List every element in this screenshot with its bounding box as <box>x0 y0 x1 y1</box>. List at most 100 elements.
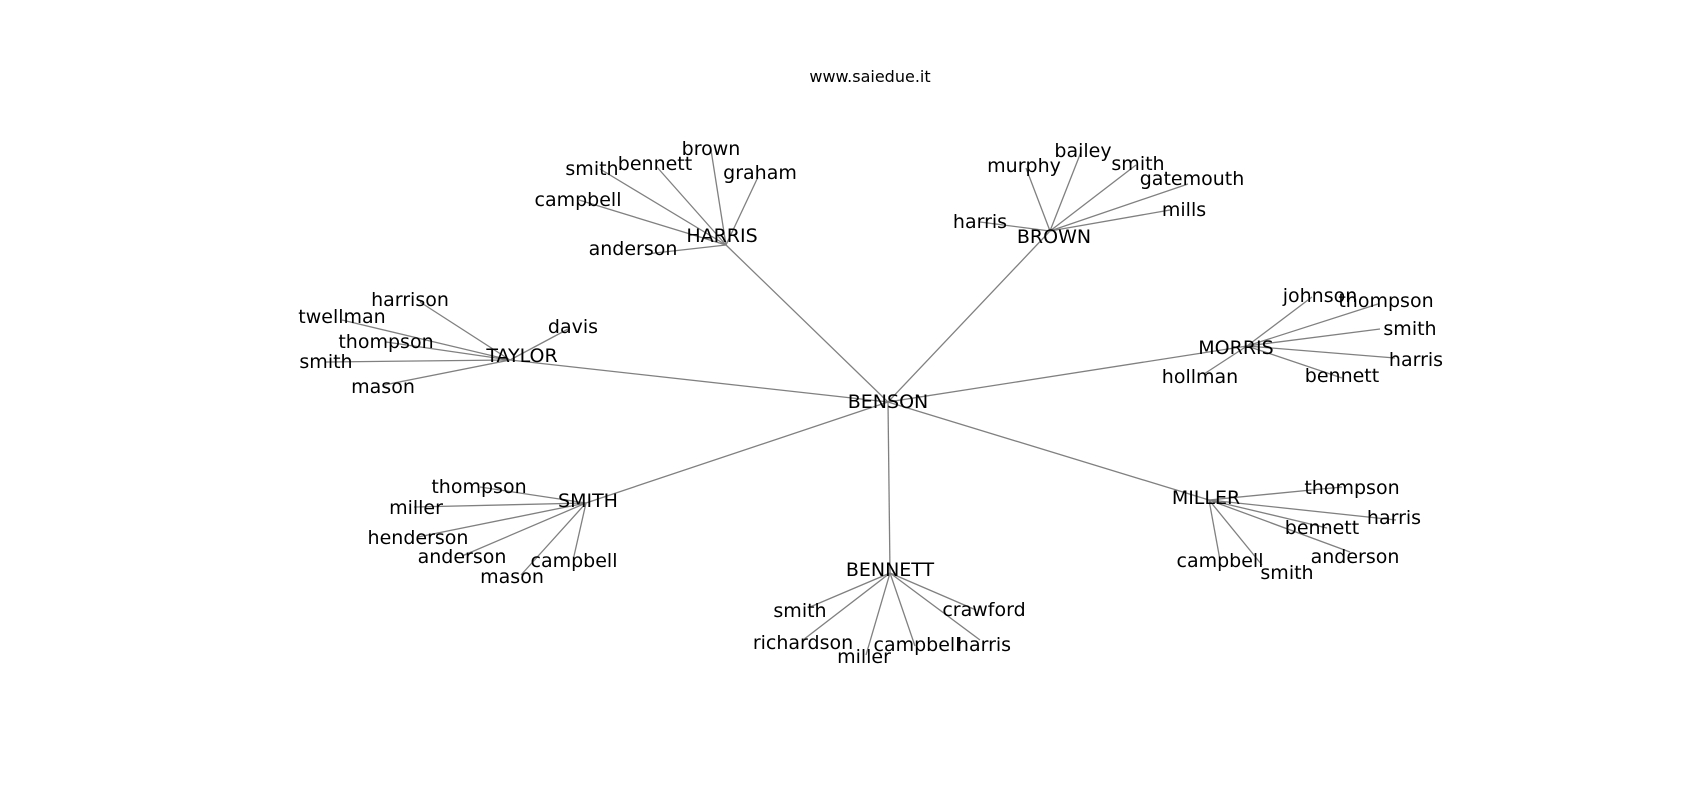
edge-harris-smith <box>599 168 727 246</box>
leaf-node-taylor-twellman: twellman <box>298 306 385 328</box>
leaf-node-bennett-richardson: richardson <box>753 632 853 654</box>
leaf-node-harris-campbell: campbell <box>535 189 622 211</box>
edge-brown-mills <box>1049 209 1171 232</box>
edge-bennett-campbell <box>889 572 916 647</box>
leaf-node-taylor-davis: davis <box>548 316 598 338</box>
leaf-node-smith-henderson: henderson <box>368 527 469 549</box>
edge-harris-graham <box>725 176 759 246</box>
edge-taylor-twellman <box>341 319 511 361</box>
edge-root-harris <box>725 244 889 403</box>
edge-bennett-smith <box>809 572 891 608</box>
edge-bennett-harris <box>889 572 981 641</box>
edge-smith-campbell <box>573 502 587 557</box>
group-node-morris: MORRIS <box>1198 337 1273 359</box>
leaf-node-taylor-harrison: harrison <box>371 289 449 311</box>
edge-root-smith <box>585 401 889 504</box>
leaf-node-harris-bennett: bennett <box>618 153 692 175</box>
edge-bennett-richardson <box>802 572 891 641</box>
leaf-node-smith-miller: miller <box>389 497 443 519</box>
leaf-node-smith-anderson: anderson <box>418 546 507 568</box>
edge-taylor-davis <box>509 327 571 361</box>
leaf-node-miller-campbell: campbell <box>1177 550 1264 572</box>
root-node-benson: BENSON <box>848 391 928 413</box>
leaf-node-miller-thompson: thompson <box>1304 477 1399 499</box>
edge-root-bennett <box>887 401 891 574</box>
edge-harris-bennett <box>655 165 727 246</box>
edge-morris-bennett <box>1246 345 1343 379</box>
edge-brown-harris <box>979 221 1051 232</box>
leaf-node-morris-smith: smith <box>1383 318 1436 340</box>
edge-smith-mason <box>520 502 587 576</box>
edge-smith-thompson <box>479 486 587 504</box>
edge-brown-murphy <box>1025 167 1051 232</box>
label-layer: browngrahambennettsmithcampbellandersonH… <box>298 138 1443 668</box>
leaf-node-harris-graham: graham <box>723 162 797 184</box>
edge-miller-thompson <box>1208 486 1343 501</box>
edge-taylor-mason <box>383 359 511 386</box>
edge-morris-thompson <box>1246 303 1379 347</box>
leaf-node-brown-harris: harris <box>953 211 1007 233</box>
group-node-smith: SMITH <box>558 490 618 512</box>
leaf-node-brown-smith: smith <box>1111 153 1164 175</box>
group-node-harris: HARRIS <box>686 225 757 247</box>
leaf-node-bennett-crawford: crawford <box>942 599 1025 621</box>
leaf-node-taylor-smith: smith <box>299 351 352 373</box>
edge-morris-hollman <box>1203 345 1248 375</box>
leaf-node-miller-bennett: bennett <box>1285 517 1359 539</box>
edge-brown-smith <box>1049 164 1137 232</box>
edge-root-morris <box>887 345 1248 403</box>
leaf-node-smith-campbell: campbell <box>531 550 618 572</box>
edge-miller-smith <box>1208 499 1263 566</box>
leaf-node-morris-hollman: hollman <box>1162 366 1238 388</box>
watermark-text: www.saiedue.it <box>809 67 930 86</box>
edge-brown-gatemouth <box>1049 183 1189 232</box>
edge-taylor-smith <box>325 359 511 363</box>
leaf-node-miller-harris: harris <box>1367 507 1421 529</box>
edge-root-miller <box>887 401 1210 501</box>
leaf-node-brown-mills: mills <box>1162 199 1206 221</box>
leaf-node-bennett-miller: miller <box>837 646 891 668</box>
edge-miller-campbell <box>1208 499 1221 561</box>
leaf-node-morris-bennett: bennett <box>1305 365 1379 387</box>
edge-morris-harris <box>1246 345 1396 359</box>
leaf-node-morris-johnson: johnson <box>1282 285 1358 307</box>
edge-taylor-thompson <box>385 341 511 361</box>
edge-root-brown <box>887 230 1051 403</box>
edge-morris-smith <box>1246 328 1381 347</box>
leaf-node-miller-anderson: anderson <box>1311 546 1400 568</box>
edge-harris-campbell <box>578 199 727 246</box>
leaf-node-morris-harris: harris <box>1389 349 1443 371</box>
leaf-node-miller-smith: smith <box>1260 562 1313 584</box>
edge-taylor-harrison <box>419 301 511 361</box>
leaf-node-bennett-smith: smith <box>773 600 826 622</box>
edge-miller-anderson <box>1208 499 1351 553</box>
leaf-node-bennett-campbell: campbell <box>874 634 961 656</box>
edge-smith-henderson <box>417 502 587 538</box>
edge-bennett-crawford <box>889 572 977 611</box>
edge-miller-harris <box>1208 499 1397 521</box>
edge-brown-bailey <box>1049 151 1082 232</box>
leaf-node-taylor-mason: mason <box>351 376 415 398</box>
leaf-node-bennett-harris: harris <box>957 634 1011 656</box>
edge-miller-bennett <box>1208 499 1328 529</box>
leaf-node-brown-gatemouth: gatemouth <box>1140 168 1245 190</box>
leaf-node-morris-thompson: thompson <box>1338 290 1433 312</box>
edge-bennett-miller <box>865 572 891 656</box>
edge-harris-brown <box>710 149 727 246</box>
leaf-node-smith-thompson: thompson <box>431 476 526 498</box>
group-node-brown: BROWN <box>1017 226 1091 248</box>
leaf-node-brown-bailey: bailey <box>1054 140 1111 162</box>
leaf-node-brown-murphy: murphy <box>987 155 1061 177</box>
leaf-node-taylor-thompson: thompson <box>338 331 433 353</box>
group-node-taylor: TAYLOR <box>485 345 557 367</box>
leaf-node-smith-mason: mason <box>480 566 544 588</box>
leaf-node-harris-anderson: anderson <box>589 238 678 260</box>
edge-smith-miller <box>413 502 587 508</box>
edge-layer <box>325 149 1397 656</box>
edge-harris-anderson <box>645 244 727 255</box>
edge-root-taylor <box>509 359 889 403</box>
edge-smith-anderson <box>461 502 587 557</box>
leaf-node-harris-smith: smith <box>565 158 618 180</box>
leaf-node-harris-brown: brown <box>682 138 741 160</box>
